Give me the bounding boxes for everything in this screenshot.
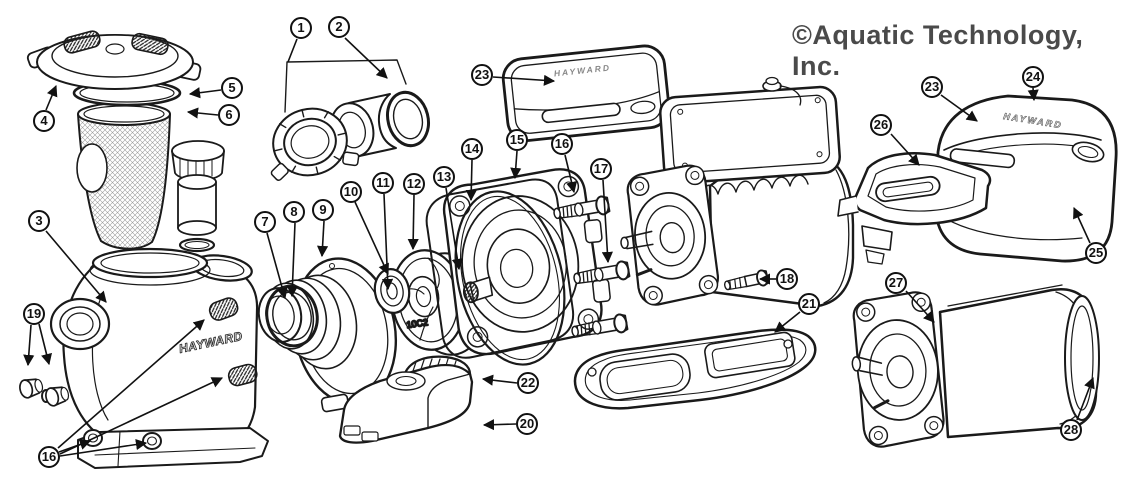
seal-plate-drawing	[442, 168, 611, 356]
callout-6: 6	[218, 104, 240, 126]
replacement-motor-drawing	[851, 284, 1100, 448]
mounting-bolts-drawing	[553, 195, 631, 338]
callout-14: 14	[461, 138, 483, 160]
callout-12: 12	[403, 173, 425, 195]
motor-drive-assembly-drawing	[620, 76, 855, 308]
union-fitting-drawing	[171, 140, 225, 253]
callout-27: 27	[885, 272, 907, 294]
diffuser-drawing	[257, 257, 398, 413]
callout-21: 21	[798, 293, 820, 315]
callout-16: 16	[551, 133, 573, 155]
housing-gasket-drawing	[425, 178, 575, 359]
callout-28: 28	[1060, 419, 1082, 441]
callout-11: 11	[372, 172, 394, 194]
diffuser-gasket-drawing	[454, 190, 566, 366]
callout-2: 2	[328, 16, 350, 38]
callout-17: 17	[590, 158, 612, 180]
impeller-marking-label: 10C2	[406, 317, 429, 330]
pump-base-drawing	[338, 364, 474, 444]
callout-20: 20	[516, 413, 538, 435]
callout-26: 26	[870, 114, 892, 136]
callout-13: 13	[433, 166, 455, 188]
pump-housing-drawing: HAYWARD	[49, 247, 269, 469]
callout-8: 8	[283, 201, 305, 223]
callout-16b: 16	[38, 446, 60, 468]
callout-1: 1	[290, 17, 312, 39]
callout-9: 9	[312, 199, 334, 221]
callout-10: 10	[340, 181, 362, 203]
callout-23b: 23	[921, 76, 943, 98]
callout-23: 23	[471, 64, 493, 86]
rear-cover-assembly-drawing: HAYWARD	[837, 94, 1118, 265]
callout-18: 18	[776, 268, 798, 290]
mounting-base-drawing	[573, 328, 817, 410]
callout-25: 25	[1085, 242, 1107, 264]
strainer-cover-drawing	[26, 30, 202, 90]
callout-7: 7	[254, 211, 276, 233]
callout-22: 22	[517, 372, 539, 394]
callout-15: 15	[506, 129, 528, 151]
union-coupling-drawing	[270, 59, 430, 181]
callout-3: 3	[28, 210, 50, 232]
drain-plugs-drawing	[19, 378, 70, 407]
callout-24: 24	[1022, 66, 1044, 88]
callout-5: 5	[221, 77, 243, 99]
leader-lines	[23, 37, 1095, 457]
copyright-text: ©Aquatic Technology, Inc.	[792, 20, 1084, 81]
motor-cover-drawing: HAYWARD	[501, 44, 671, 142]
strainer-basket-drawing	[76, 102, 171, 250]
callout-19: 19	[23, 303, 45, 325]
callout-4: 4	[33, 110, 55, 132]
